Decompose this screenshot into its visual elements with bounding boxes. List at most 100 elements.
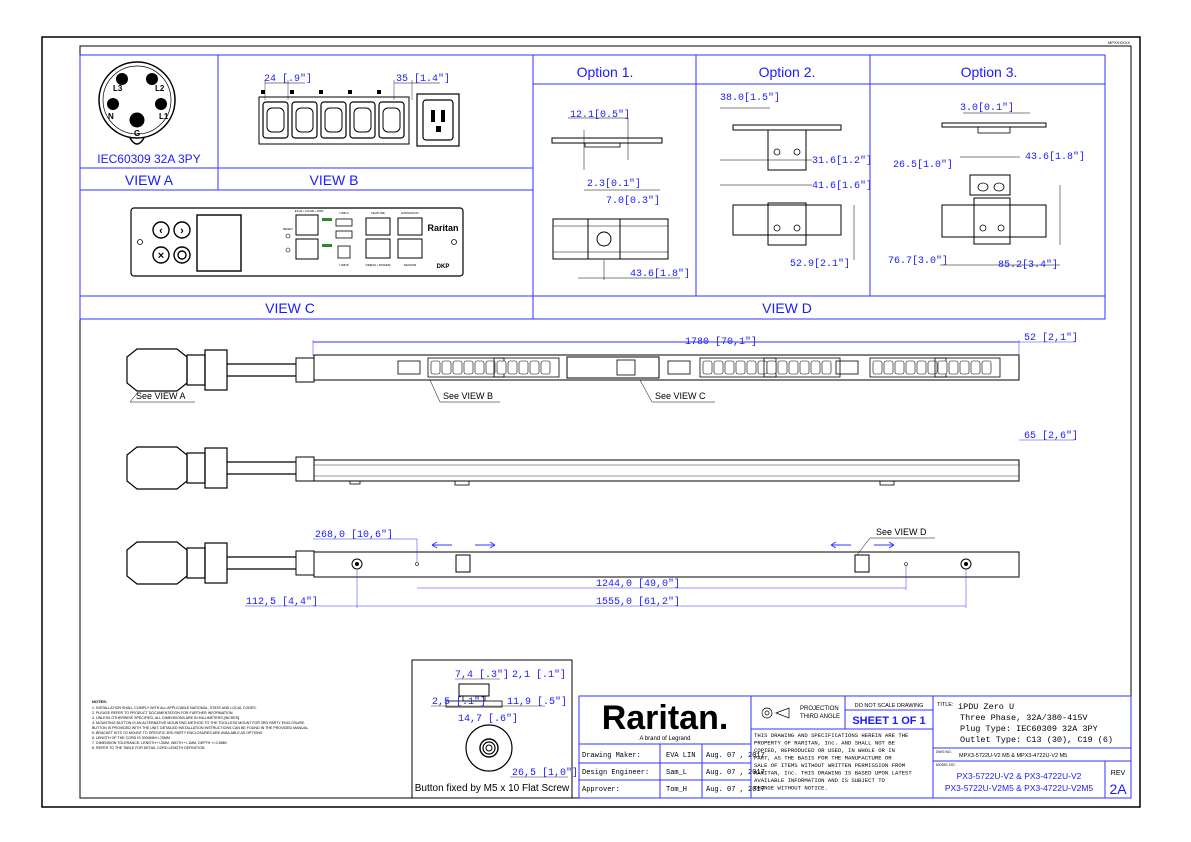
tb-date: Aug. 07 , 2017 bbox=[706, 752, 765, 760]
tb-role: Approver: bbox=[582, 786, 620, 794]
front-elevation: 1780 [70,1"] 52 [2,1"] See VIEW A See VI… bbox=[126, 332, 1078, 403]
opt1-dim-1: 12.1[0.5"] bbox=[570, 109, 630, 121]
opt3-dim-1: 3.0[0.1"] bbox=[960, 102, 1014, 114]
label-l1: L1 bbox=[159, 112, 169, 121]
view-d-label: VIEW D bbox=[762, 300, 812, 316]
title-line: Three Phase, 32A/380-415V bbox=[960, 713, 1088, 723]
projection-symbol bbox=[761, 707, 773, 719]
note-item: 4. MOUNTING BUTTON IS AN ALTERNATIVE MOU… bbox=[92, 721, 305, 725]
outlet bbox=[702, 360, 713, 375]
option2-title: Option 2. bbox=[759, 64, 816, 80]
outlet bbox=[430, 360, 441, 375]
outlet bbox=[474, 360, 485, 375]
disclaimer-line: CHANGE WITHOUT NOTICE. bbox=[754, 785, 828, 792]
note-item: BUTTON IS PROVIDED WITH THE UNIT. DETAIL… bbox=[92, 726, 309, 730]
svg-text:›: › bbox=[180, 225, 184, 237]
pin-n bbox=[107, 98, 119, 110]
model-line-1: PX3-5722U-V2 & PX3-4722U-V2 bbox=[957, 771, 1082, 781]
see-view-a: See VIEW A bbox=[136, 391, 186, 401]
views-grid bbox=[79, 54, 1106, 320]
option1-drawing: 12.1[0.5"] 2.3[0.1"] 7.0[0.3"] 43.6[1.8"… bbox=[551, 109, 690, 280]
legrand-tagline: A brand of Legrand bbox=[639, 736, 690, 742]
right-arrow-button[interactable] bbox=[173, 221, 191, 239]
dim-1244: 1244,0 [49,0"] bbox=[596, 578, 680, 590]
c13-outlet bbox=[262, 101, 289, 139]
outlet bbox=[894, 360, 905, 375]
rev-label: REV bbox=[1111, 770, 1126, 777]
outlet bbox=[970, 360, 981, 375]
outlet bbox=[777, 360, 788, 375]
left-arrow-button[interactable] bbox=[152, 221, 170, 239]
plug-face bbox=[98, 61, 176, 139]
note-item: 3. UNLESS OTHERWISE SPECIFIED, ALL DIMEN… bbox=[92, 716, 240, 720]
outlet bbox=[496, 360, 507, 375]
dkp-mark: DKP bbox=[437, 264, 450, 270]
outlet bbox=[724, 360, 735, 375]
outlet bbox=[937, 360, 948, 375]
label-g: G bbox=[134, 129, 140, 138]
outlet bbox=[916, 360, 927, 375]
outlet bbox=[507, 360, 518, 375]
label-l3: L3 bbox=[113, 84, 123, 93]
opt2-dim-3: 41.6[1.6"] bbox=[812, 180, 872, 192]
label-l2: L2 bbox=[155, 84, 165, 93]
side-elevation: 65 [2,6"] bbox=[126, 430, 1078, 490]
opt3-dim-3: 43.6[1.8"] bbox=[1025, 151, 1085, 163]
pin-g bbox=[129, 112, 145, 128]
width-dim: 52 [2,1"] bbox=[1024, 332, 1078, 344]
outlet bbox=[810, 360, 821, 375]
opt2-dim-4: 52.9[2.1"] bbox=[790, 258, 850, 270]
outlet-bank bbox=[934, 357, 1001, 378]
dim-268: 268,0 [10,6"] bbox=[315, 529, 393, 541]
raritan-panel-logo: Raritan bbox=[427, 223, 458, 233]
notes: NOTES: 1. INSTALLATION SHALL COMPLY WITH… bbox=[92, 699, 309, 750]
disclaimer-line: RARITAN, Inc. THIS DRAWING IS BASED UPON… bbox=[754, 770, 912, 777]
ok-button[interactable] bbox=[173, 246, 191, 264]
usb-b-label: USB-B bbox=[339, 263, 348, 267]
outlet bbox=[713, 360, 724, 375]
note-item: 6. LENGTH OF THE CORD IS 3000MM+/-70MM bbox=[92, 736, 170, 740]
sensor-label: SENSOR bbox=[404, 263, 418, 267]
outlet bbox=[452, 360, 463, 375]
see-view-c: See VIEW C bbox=[655, 391, 706, 401]
model-line-2: PX3-5722U-V2M5 & PX3-4722U-V2M5 bbox=[945, 783, 1094, 793]
cancel-button[interactable] bbox=[152, 246, 170, 264]
notes-title: NOTES: bbox=[92, 699, 107, 704]
rear-elevation: See VIEW D 268,0 [10,6"] 1244,0 [49,0"] … bbox=[126, 527, 1020, 608]
option2-drawing: 38.0[1.5"] 31.6[1.2"] 41.6[1.6"] 52.9[2.… bbox=[720, 92, 872, 270]
reset-label: RESET bbox=[283, 227, 293, 231]
btn-dim-5: 14,7 [.6"] bbox=[458, 713, 518, 725]
outlet bbox=[799, 360, 810, 375]
view-b-dim-left: 24 [.9"] bbox=[264, 73, 312, 85]
tb-name: Sam_L bbox=[666, 769, 687, 777]
outlet bbox=[766, 360, 777, 375]
c13-outlet bbox=[320, 101, 347, 139]
dim-112: 112,5 [4,4"] bbox=[246, 596, 318, 608]
btn-dim-1: 7,4 [.3"] bbox=[455, 669, 509, 681]
debug-port bbox=[365, 238, 391, 259]
length-dim: 1780 [70,1"] bbox=[685, 336, 757, 348]
tb-role: Drawing Maker: bbox=[582, 752, 641, 760]
plug-key bbox=[129, 137, 145, 145]
rev-value: 2A bbox=[1109, 781, 1127, 797]
depth-dim: 65 [2,6"] bbox=[1024, 430, 1078, 442]
title-block: Raritan. A brand of Legrand Drawing Make… bbox=[578, 695, 1132, 799]
eth-port-1 bbox=[295, 214, 319, 236]
sheet-number: SHEET 1 OF 1 bbox=[852, 715, 925, 727]
view-c: ‹ › × RESET ETH1 / 10/100 / 1000 USB-A U… bbox=[130, 207, 812, 316]
see-view-b: See VIEW B bbox=[443, 391, 493, 401]
button-detail: 7,4 [.3"] 2,1 [.1"] 2,5 [.1"] 11,9 [.5"]… bbox=[411, 659, 578, 799]
btn-dim-4: 11,9 [.5"] bbox=[507, 696, 567, 708]
tb-name: Tom_H bbox=[666, 786, 687, 794]
disclaimer-line: PROPERTY OF RARITAN, Inc. AND SHALL NOT … bbox=[754, 740, 896, 747]
outlet bbox=[959, 360, 970, 375]
note-item: 5. BRACKET KITS TO MOUNT TO SPECIFIC 3RD… bbox=[92, 731, 263, 735]
c13-outlet bbox=[378, 101, 405, 139]
btn-dim-6: 26,5 [1,0"] bbox=[512, 767, 578, 779]
view-b-label: VIEW B bbox=[309, 172, 358, 188]
outlet bbox=[485, 360, 496, 375]
outlet bbox=[883, 360, 894, 375]
outlet-c19 bbox=[422, 99, 454, 141]
outlet bbox=[927, 360, 938, 375]
see-view-d: See VIEW D bbox=[876, 527, 927, 537]
